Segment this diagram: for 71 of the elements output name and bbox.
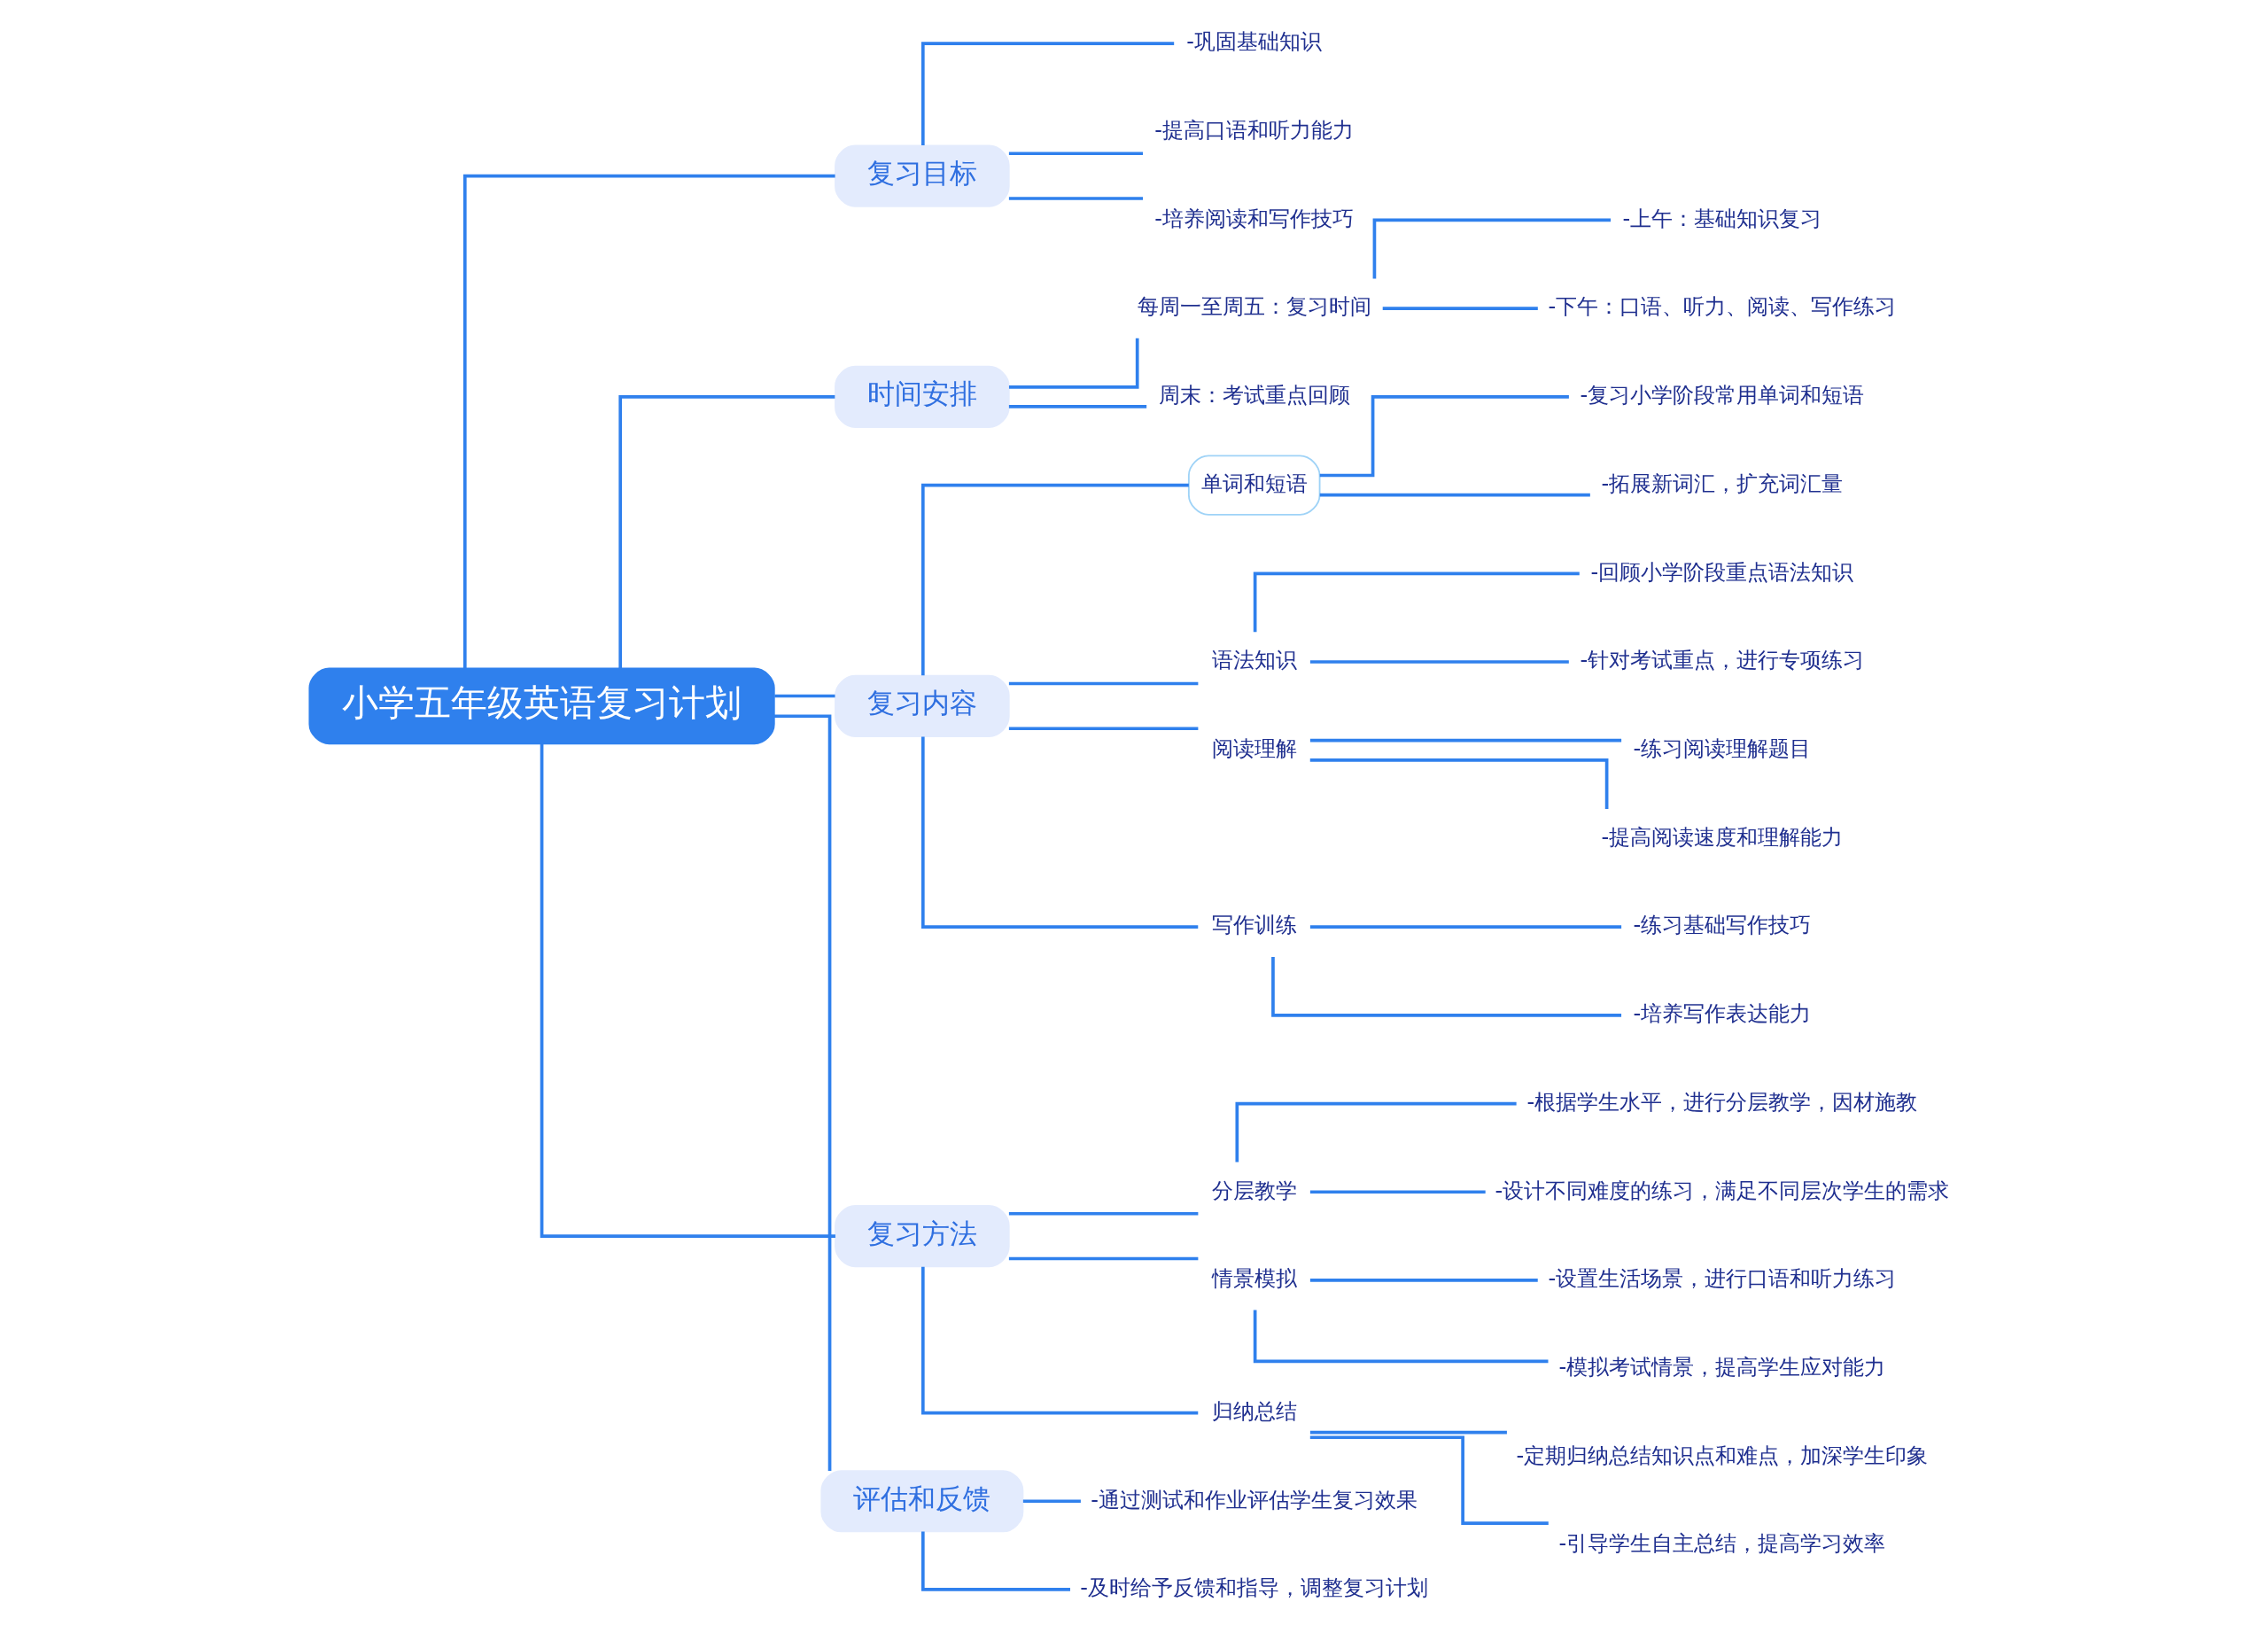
node-text: 写作训练 (1211, 913, 1297, 938)
connector (1022, 1499, 1081, 1504)
connector (1008, 1211, 1199, 1216)
connector (920, 736, 1199, 929)
node-box: 复习内容 (835, 674, 1010, 737)
connector (1372, 218, 1612, 279)
connector (1309, 758, 1609, 809)
node-text: 阅读理解 (1211, 736, 1297, 761)
connector (1309, 1435, 1549, 1525)
node-text: -提高口语和听力能力 (1154, 118, 1355, 144)
connector (618, 395, 835, 669)
connector (462, 174, 835, 669)
connector (1309, 1190, 1486, 1194)
node-text: -下午：口语、听力、阅读、写作练习 (1548, 294, 1897, 320)
node-text: -培养阅读和写作技巧 (1154, 206, 1355, 231)
connector (920, 42, 1175, 145)
node-text: -设计不同难度的练习，满足不同层次学生的需求 (1495, 1178, 1950, 1203)
node-text: -模拟考试情景，提高学生应对能力 (1558, 1354, 1886, 1380)
connector (1235, 1101, 1517, 1163)
node-text: -设置生活场景，进行口语和听力练习 (1548, 1266, 1897, 1292)
node-text: 分层教学 (1211, 1178, 1297, 1203)
node-text: -回顾小学阶段重点语法知识 (1590, 559, 1854, 585)
connector (1271, 956, 1622, 1017)
connector (920, 1266, 1199, 1415)
node-box: 复习方法 (835, 1205, 1010, 1268)
connector (1309, 738, 1622, 743)
node-text: -上午：基础知识复习 (1622, 206, 1822, 231)
connector (1008, 727, 1199, 731)
connector (1008, 197, 1144, 200)
connector (1319, 493, 1590, 497)
node-text: 语法知识 (1211, 648, 1297, 673)
connector (920, 1531, 1070, 1591)
node-text: -提高阅读速度和理解能力 (1601, 824, 1844, 850)
node-text: -巩固基础知识 (1186, 29, 1323, 55)
node-text: 情景模拟 (1211, 1266, 1297, 1292)
node-text: 周末：考试重点回顾 (1158, 383, 1350, 408)
connector (1008, 152, 1144, 156)
connector (1253, 572, 1580, 633)
connector (1008, 405, 1147, 408)
node-text: -拓展新词汇，扩充词汇量 (1601, 470, 1844, 496)
node-box: 时间安排 (835, 365, 1010, 428)
node-box: 小学五年级英语复习计划 (308, 667, 775, 745)
connector (1253, 1310, 1549, 1364)
node-text: -复习小学阶段常用单词和短语 (1580, 383, 1865, 408)
node-box: 单词和短语 (1187, 455, 1321, 516)
connector (1309, 1430, 1507, 1435)
node-box: 评估和反馈 (820, 1470, 1024, 1533)
connector (1008, 681, 1199, 686)
node-text: 归纳总结 (1211, 1398, 1297, 1424)
connector (774, 694, 835, 698)
node-text: -定期归纳总结知识点和难点，加深学生印象 (1516, 1442, 1929, 1468)
connector (773, 714, 832, 1472)
node-text: 每周一至周五：复习时间 (1137, 294, 1371, 320)
node-text: -引导学生自主总结，提高学习效率 (1558, 1531, 1886, 1557)
connector (1309, 1279, 1538, 1282)
node-text: -练习基础写作技巧 (1633, 913, 1812, 938)
connector (540, 743, 835, 1238)
connector (1309, 660, 1569, 664)
node-box: 复习目标 (835, 144, 1010, 207)
connector (1309, 925, 1622, 929)
node-text: -根据学生水平，进行分层教学，因材施教 (1526, 1089, 1918, 1115)
connector (1008, 338, 1139, 389)
node-text: -针对考试重点，进行专项练习 (1580, 648, 1865, 673)
connector (1382, 307, 1538, 311)
node-text: -练习阅读理解题目 (1633, 736, 1812, 761)
node-text: -通过测试和作业评估学生复习效果 (1091, 1487, 1418, 1512)
connector (1319, 395, 1569, 478)
node-text: -培养写作表达能力 (1633, 1001, 1812, 1027)
connector (1008, 1256, 1199, 1261)
node-text: -及时给予反馈和指导，调整复习计划 (1080, 1575, 1429, 1601)
connector (920, 483, 1189, 676)
